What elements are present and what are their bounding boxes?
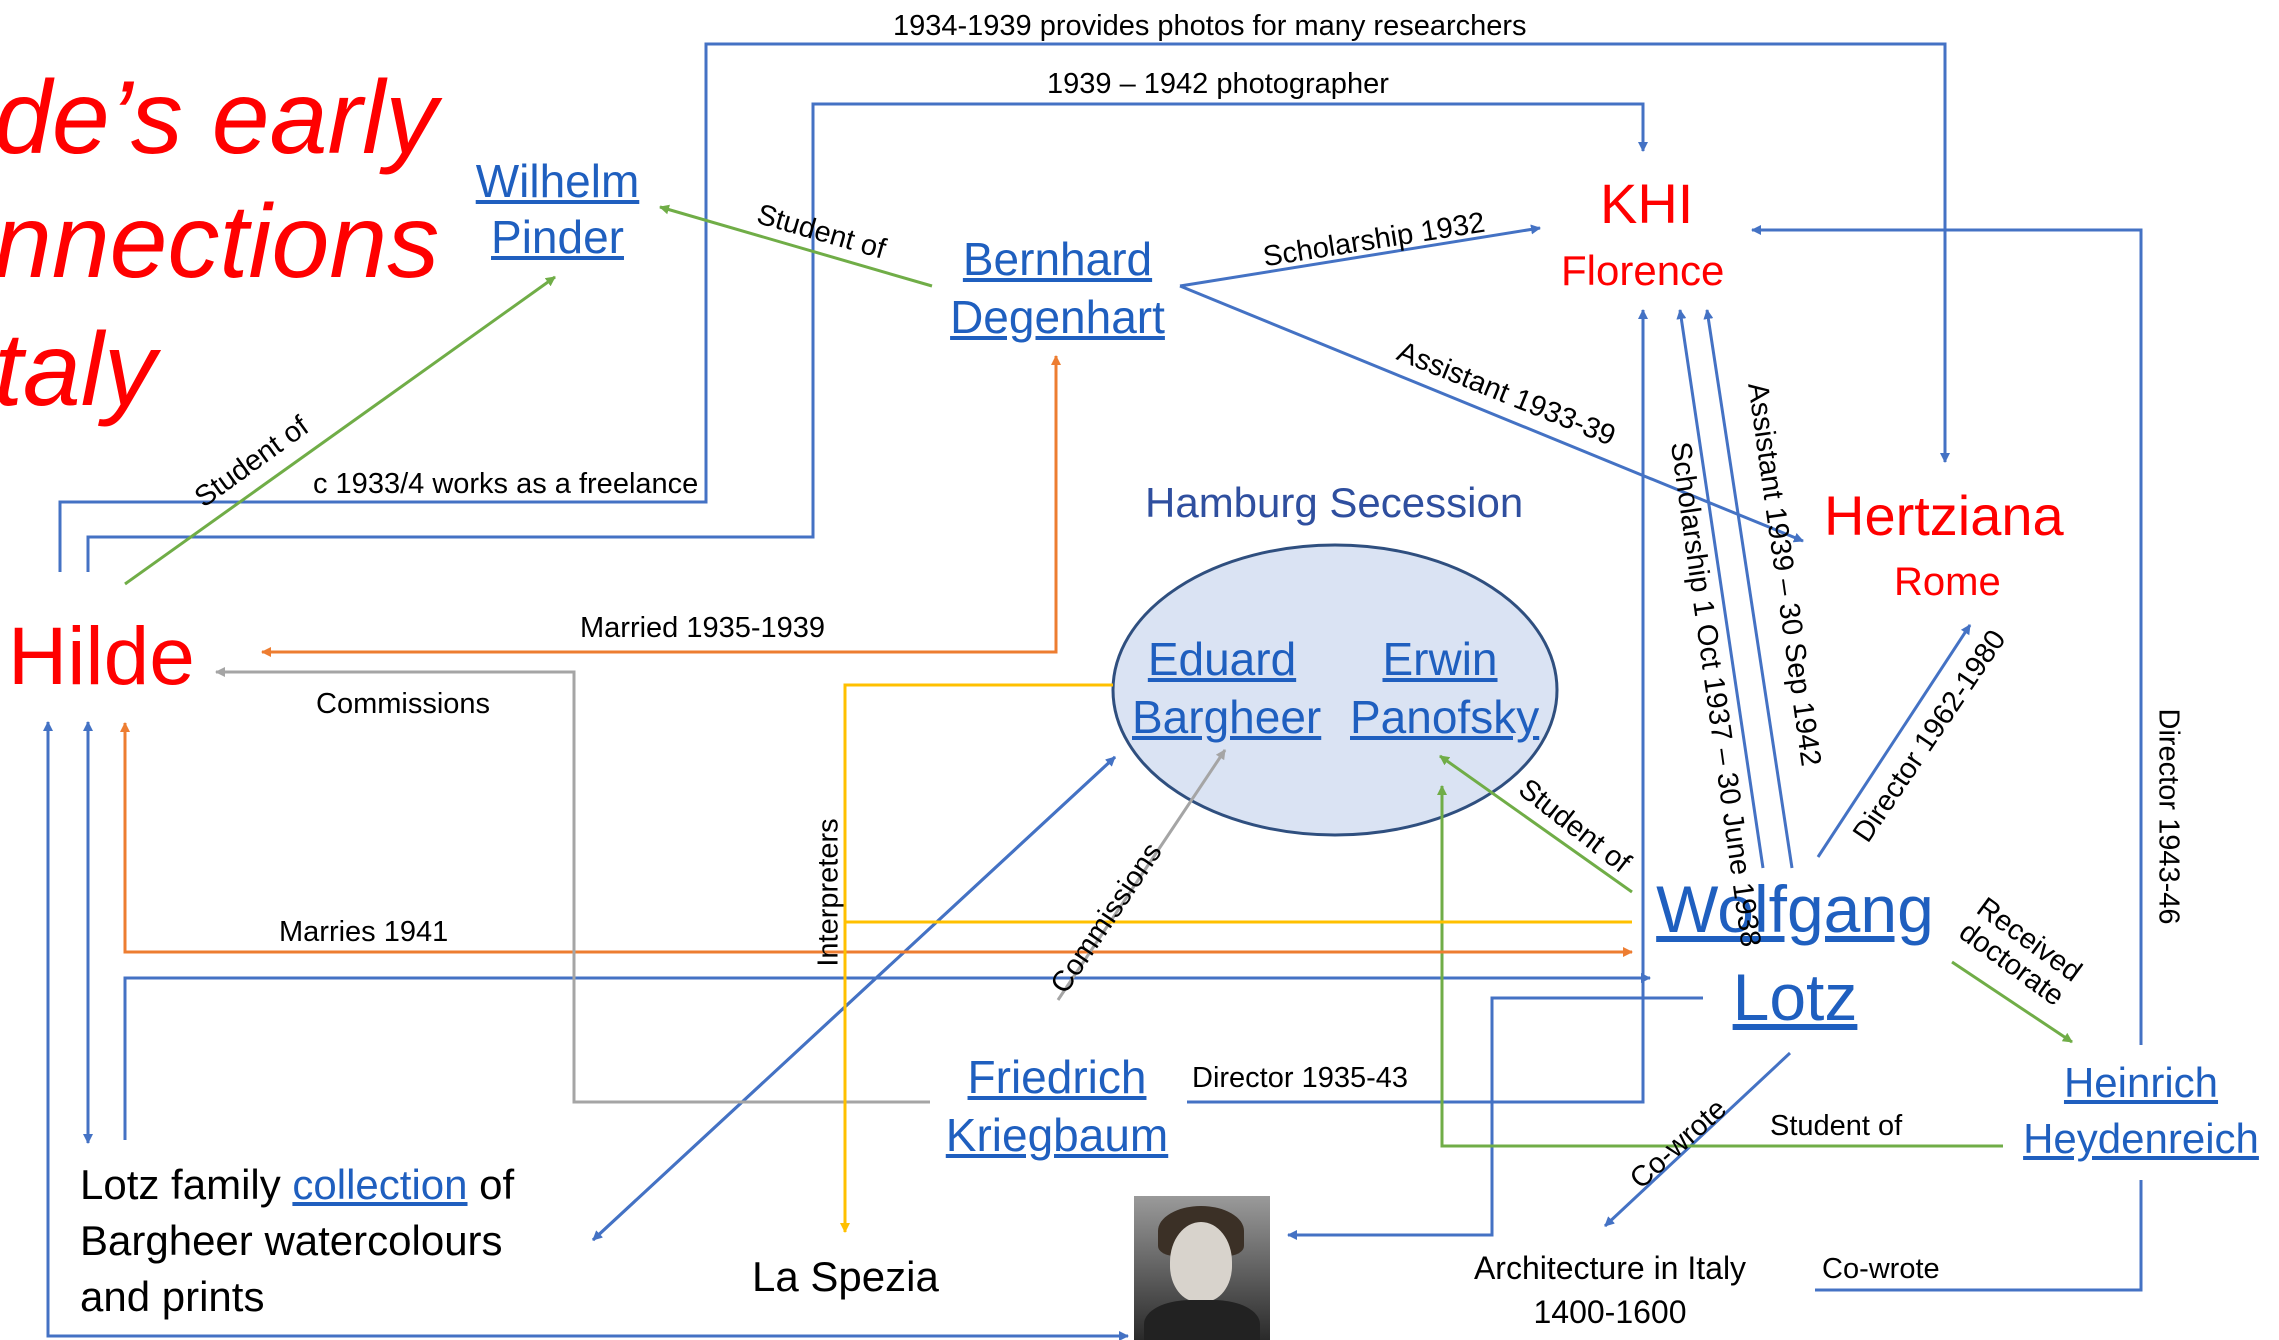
label-freelance: c 1933/4 works as a freelance xyxy=(313,468,699,500)
node-heinrich-heydenreich[interactable]: Heinrich Heydenreich xyxy=(2010,1062,2272,1160)
link-wilhelm[interactable]: Wilhelm xyxy=(475,155,640,207)
edge-commissions-kriegbaum xyxy=(1056,749,1227,1001)
edge-married xyxy=(261,366,1058,657)
node-erwin-panofsky[interactable]: Erwin Panofsky xyxy=(1350,633,1540,743)
label-marries-1941: Marries 1941 xyxy=(279,916,449,948)
link-bernhard[interactable]: Bernhard xyxy=(962,233,1153,285)
label-commissions-hilde: Commissions xyxy=(316,688,491,720)
edge-scholarship-1932 xyxy=(1179,224,1541,288)
title-line-3: taly xyxy=(0,312,156,428)
node-architecture-book: Architecture in Italy 1400-1600 xyxy=(1445,1252,1775,1328)
node-friedrich-kriegbaum[interactable]: Friedrich Kriegbaum xyxy=(942,1054,1172,1158)
link-heinrich[interactable]: Heinrich xyxy=(2063,1059,2219,1106)
link-eduard[interactable]: Eduard xyxy=(1147,633,1297,685)
label-student-heydenreich: Student of xyxy=(1770,1110,1903,1142)
edge-lotz-panofsky xyxy=(1439,754,1633,894)
link-panofsky[interactable]: Panofsky xyxy=(1350,691,1540,743)
node-khi: KHI xyxy=(1600,172,1694,235)
title-line-2: nnections xyxy=(0,184,440,300)
edge-cowrote-lotz xyxy=(1603,1051,1792,1228)
edge-heydenreich-panofsky xyxy=(1437,785,2003,1148)
label-married: Married 1935-1939 xyxy=(580,612,826,644)
edge-lotz-heydenreich xyxy=(1951,960,2073,1044)
edge-cowrote-heydenreich xyxy=(1815,1180,2143,1292)
edge-photos xyxy=(58,42,1950,572)
edge-bargheer-collection xyxy=(591,755,1117,1242)
link-kriegbaum[interactable]: Kriegbaum xyxy=(945,1109,1169,1161)
link-bargheer[interactable]: Bargheer xyxy=(1132,691,1322,743)
node-eduard-bargheer[interactable]: Eduard Bargheer xyxy=(1132,633,1322,743)
link-erwin[interactable]: Erwin xyxy=(1382,633,1498,685)
link-degenhart[interactable]: Degenhart xyxy=(950,291,1165,343)
architecture-line-2: 1400-1600 xyxy=(1533,1294,1687,1330)
label-photos: 1934-1939 provides photos for many resea… xyxy=(893,10,1527,42)
link-friedrich[interactable]: Friedrich xyxy=(967,1051,1147,1103)
collection-line-3: and prints xyxy=(80,1273,265,1320)
node-lotz-collection: Lotz family collection of Bargheer water… xyxy=(80,1164,514,1318)
edge-photographer xyxy=(86,102,1648,572)
edge-assistant-lotz xyxy=(1703,309,1794,869)
node-hilde: Hilde xyxy=(8,611,195,702)
collection-text-post: of xyxy=(467,1161,515,1208)
label-director-1935: Director 1935-43 xyxy=(1192,1062,1408,1094)
label-director-1943: Director 1943-46 xyxy=(2152,708,2185,925)
node-hertziana-rome: Rome xyxy=(1894,560,2001,604)
collection-link[interactable]: collection xyxy=(292,1161,468,1208)
edge-marries-1941 xyxy=(123,726,1633,957)
edge-hilde-lotz xyxy=(123,973,1651,1140)
edge-hilde-pinder xyxy=(124,275,556,586)
link-wolfgang[interactable]: Wolfgang xyxy=(1656,872,1934,946)
edge-director-1943 xyxy=(1751,225,2143,1045)
edge-scholarship-lotz xyxy=(1676,309,1765,869)
edge-director-1962 xyxy=(1816,624,1972,858)
label-interpreters: Interpreters xyxy=(812,818,845,967)
link-heydenreich[interactable]: Heydenreich xyxy=(2023,1115,2259,1162)
label-cowrote-heydenreich: Co-wrote xyxy=(1822,1253,1940,1285)
collection-text-pre: Lotz family xyxy=(80,1161,293,1208)
link-lotz[interactable]: Lotz xyxy=(1732,960,1858,1034)
title-line-1: de’s early xyxy=(0,60,438,176)
edge-assistant-1933 xyxy=(1179,284,1804,543)
label-photographer: 1939 – 1942 photographer xyxy=(1047,68,1389,100)
node-wilhelm-pinder[interactable]: Wilhelm Pinder xyxy=(470,158,645,260)
edge-degenhart-pinder xyxy=(659,204,933,288)
collection-line-2: Bargheer watercolours xyxy=(80,1217,503,1264)
edge-commissions-hilde xyxy=(215,667,930,1104)
edge-director-1935 xyxy=(1187,309,1648,1104)
portrait-photo xyxy=(1134,1196,1270,1340)
link-pinder[interactable]: Pinder xyxy=(491,211,624,263)
node-la-spezia: La Spezia xyxy=(752,1253,939,1300)
node-khi-florence: Florence xyxy=(1561,247,1725,294)
node-wolfgang-lotz[interactable]: Wolfgang Lotz xyxy=(1650,876,1940,1030)
edge-interpreters xyxy=(840,683,1113,1233)
architecture-line-1: Architecture in Italy xyxy=(1473,1250,1747,1286)
node-bernhard-degenhart[interactable]: Bernhard Degenhart xyxy=(950,236,1165,340)
hamburg-secession-label: Hamburg Secession xyxy=(1145,479,1524,526)
edge-lotz-photo xyxy=(1287,996,1703,1240)
node-hertziana: Hertziana xyxy=(1824,484,2064,547)
